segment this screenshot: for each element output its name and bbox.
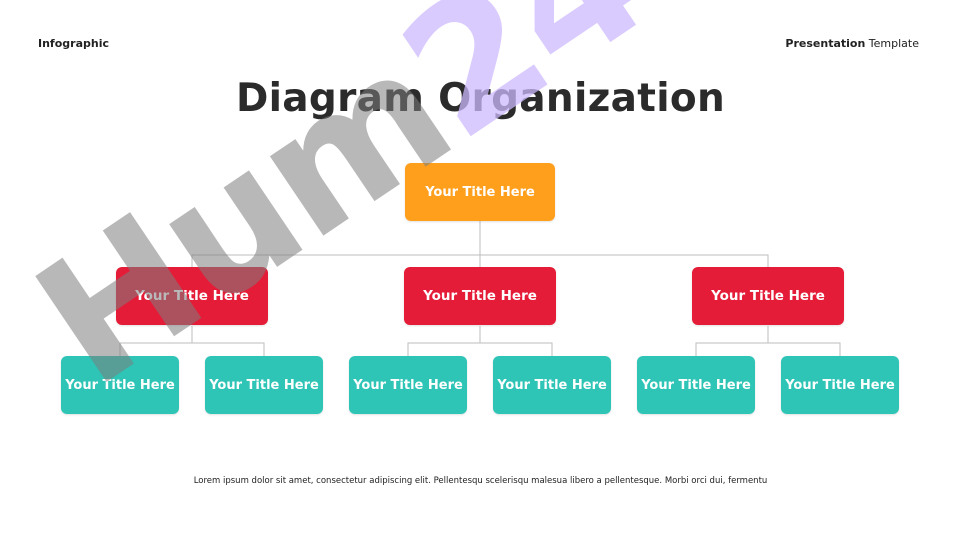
org-level1-label: Your Title Here bbox=[711, 288, 825, 304]
connector-branch-3 bbox=[695, 326, 841, 356]
header-right-bold: Presentation bbox=[785, 37, 866, 50]
header-left-label: Infographic bbox=[38, 37, 109, 50]
org-level2-label: Your Title Here bbox=[641, 377, 751, 393]
org-level2-box-6: Your Title Here bbox=[781, 356, 899, 414]
org-level2-box-2: Your Title Here bbox=[205, 356, 323, 414]
footer-text: Lorem ipsum dolor sit amet, consectetur … bbox=[193, 476, 768, 486]
connector-root bbox=[191, 221, 769, 267]
page-title: Diagram Organization bbox=[235, 76, 726, 121]
org-level1-box-2: Your Title Here bbox=[404, 267, 556, 325]
org-level2-box-5: Your Title Here bbox=[637, 356, 755, 414]
connector-branch-2 bbox=[407, 326, 553, 356]
connector-branch-1 bbox=[119, 326, 265, 356]
org-level2-label: Your Title Here bbox=[209, 377, 319, 393]
org-level2-label: Your Title Here bbox=[353, 377, 463, 393]
org-level2-label: Your Title Here bbox=[65, 377, 175, 393]
org-root-label: Your Title Here bbox=[425, 184, 535, 200]
org-level1-box-3: Your Title Here bbox=[692, 267, 844, 325]
org-level2-label: Your Title Here bbox=[785, 377, 895, 393]
header-right-label: Presentation Template bbox=[785, 37, 919, 50]
org-level1-box-1: Your Title Here bbox=[116, 267, 268, 325]
header-right-light: Template bbox=[868, 37, 919, 50]
org-level1-label: Your Title Here bbox=[135, 288, 249, 304]
org-level2-box-3: Your Title Here bbox=[349, 356, 467, 414]
org-root-box: Your Title Here bbox=[405, 163, 555, 221]
org-level2-box-4: Your Title Here bbox=[493, 356, 611, 414]
org-level1-label: Your Title Here bbox=[423, 288, 537, 304]
org-level2-box-1: Your Title Here bbox=[61, 356, 179, 414]
org-level2-label: Your Title Here bbox=[497, 377, 607, 393]
